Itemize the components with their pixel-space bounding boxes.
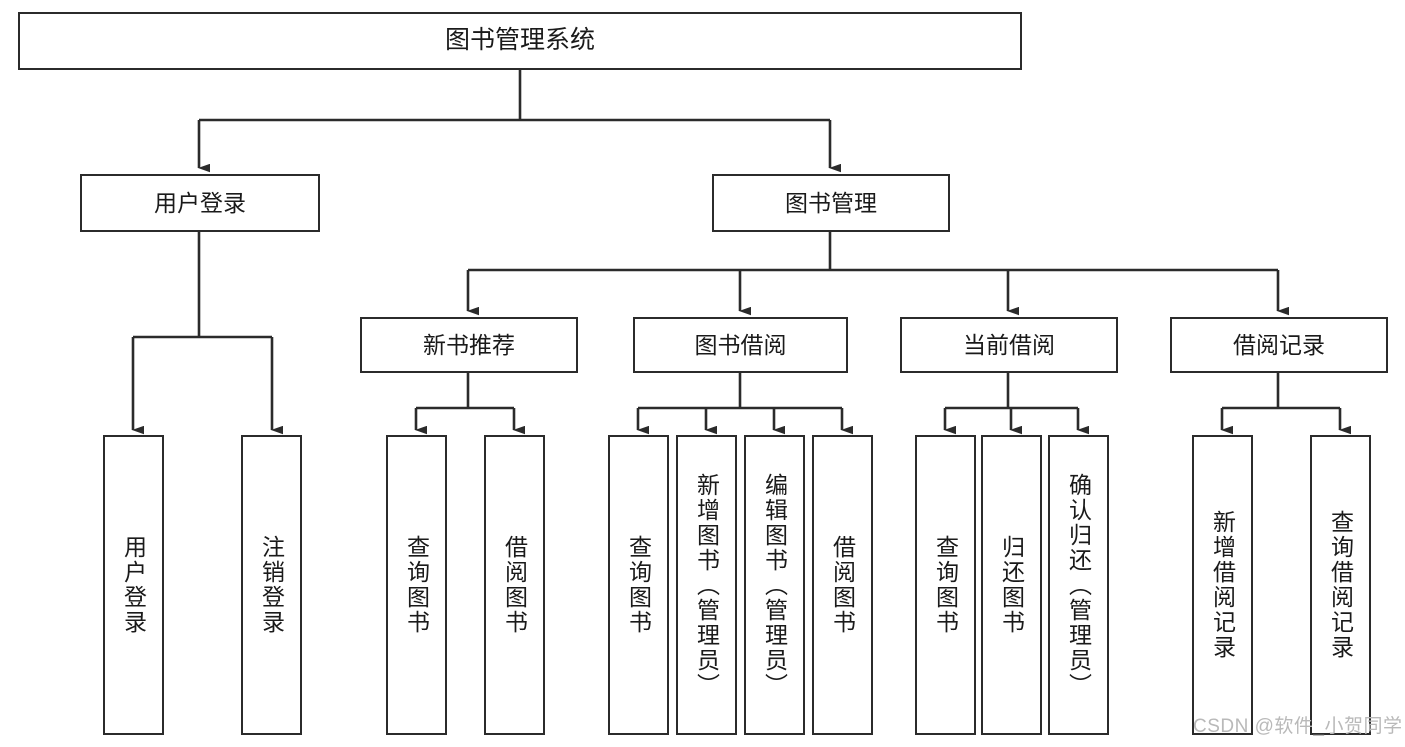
leaf-edit-book-admin[interactable]: 编辑图书（管理员） (744, 435, 805, 735)
node-user-login[interactable]: 用户登录 (80, 174, 320, 232)
leaf-add-book-admin[interactable]: 新增图书（管理员） (676, 435, 737, 735)
leaf-label: 查询图书 (403, 535, 430, 635)
leaf-label: 确认归还（管理员） (1065, 472, 1092, 698)
leaf-label: 借阅图书 (829, 535, 856, 635)
node-root-book-management-system[interactable]: 图书管理系统 (18, 12, 1022, 70)
node-label: 图书管理 (785, 189, 877, 216)
node-borrow-record[interactable]: 借阅记录 (1170, 317, 1388, 373)
leaf-label: 新增借阅记录 (1209, 510, 1236, 660)
node-label: 新书推荐 (423, 331, 515, 358)
leaf-label: 查询借阅记录 (1327, 510, 1354, 660)
leaf-label: 归还图书 (998, 535, 1025, 635)
node-current-borrow[interactable]: 当前借阅 (900, 317, 1118, 373)
leaf-borrow-book[interactable]: 借阅图书 (812, 435, 873, 735)
leaf-label: 编辑图书（管理员） (761, 472, 788, 698)
leaf-user-login[interactable]: 用户登录 (103, 435, 164, 735)
node-label: 图书管理系统 (444, 26, 595, 55)
leaf-label: 借阅图书 (501, 535, 528, 635)
leaf-label: 查询图书 (625, 535, 652, 635)
node-book-borrow[interactable]: 图书借阅 (633, 317, 848, 373)
leaf-add-borrow-record[interactable]: 新增借阅记录 (1192, 435, 1253, 735)
node-label: 用户登录 (154, 189, 246, 216)
leaf-user-logout[interactable]: 注销登录 (241, 435, 302, 735)
node-book-management[interactable]: 图书管理 (712, 174, 950, 232)
leaf-return-book[interactable]: 归还图书 (981, 435, 1042, 735)
node-label: 当前借阅 (963, 331, 1055, 358)
leaf-query-book[interactable]: 查询图书 (608, 435, 669, 735)
leaf-label: 注销登录 (258, 535, 285, 635)
leaf-label: 用户登录 (120, 535, 147, 635)
node-label: 图书借阅 (694, 331, 787, 358)
node-label: 借阅记录 (1233, 331, 1325, 358)
leaf-label: 新增图书（管理员） (693, 472, 720, 698)
leaf-label: 查询图书 (932, 535, 959, 635)
leaf-borrow-book-new[interactable]: 借阅图书 (484, 435, 545, 735)
watermark: CSDN @软件_小贺同学 (1193, 716, 1403, 737)
leaf-confirm-return-admin[interactable]: 确认归还（管理员） (1048, 435, 1109, 735)
node-new-book-recommend[interactable]: 新书推荐 (360, 317, 578, 373)
leaf-query-borrow-record[interactable]: 查询借阅记录 (1310, 435, 1371, 735)
leaf-query-book-current[interactable]: 查询图书 (915, 435, 976, 735)
leaf-query-book-new[interactable]: 查询图书 (386, 435, 447, 735)
